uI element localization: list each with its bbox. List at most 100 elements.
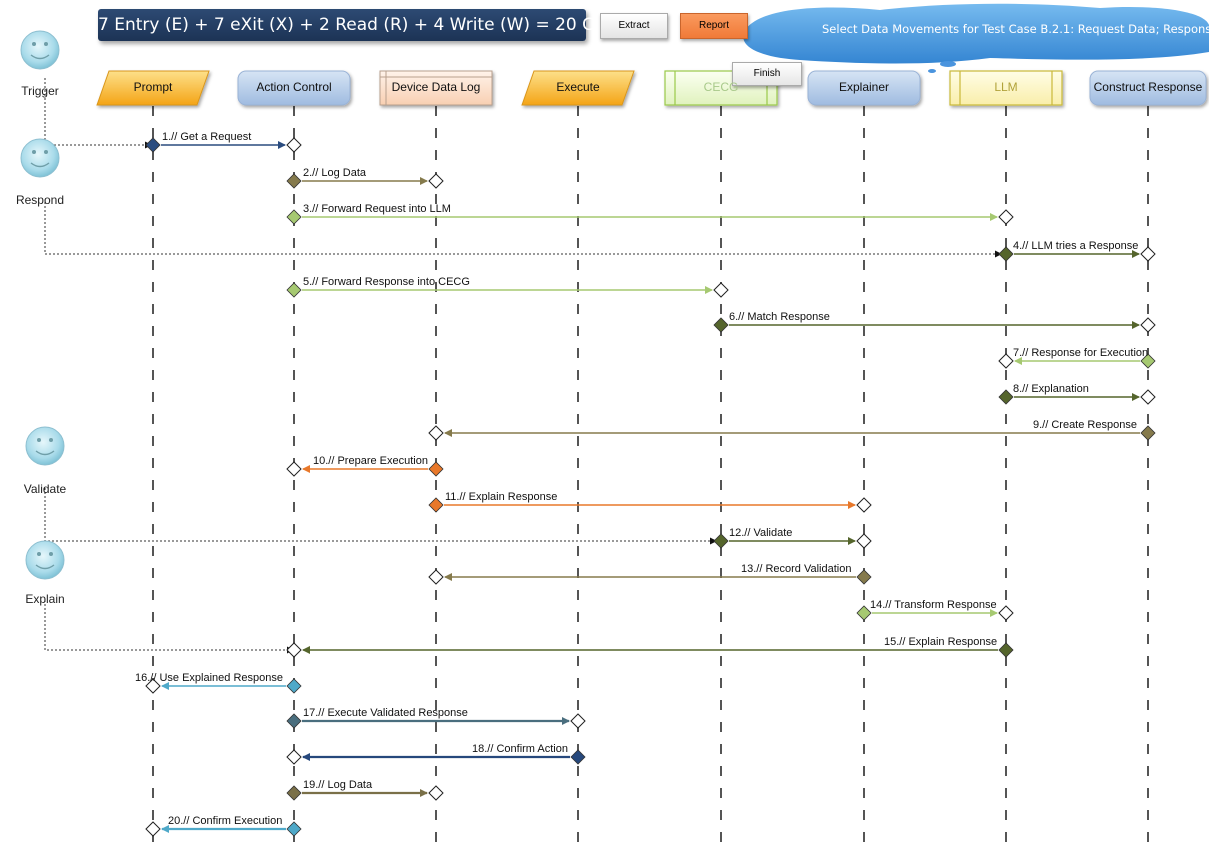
- message-arrowhead-12: [848, 537, 856, 545]
- message-9: [428, 425, 1156, 441]
- message-label-13: 13.// Record Validation: [741, 563, 852, 575]
- actor-validate-icon: [25, 426, 65, 466]
- source-diamond-19: [286, 785, 302, 801]
- message-label-20: 20.// Confirm Execution: [168, 815, 283, 827]
- message-arrowhead-17: [562, 717, 570, 725]
- lane-header-llm: [949, 70, 1063, 106]
- message-15: [286, 642, 1014, 658]
- message-arrowhead-5: [705, 286, 713, 294]
- lane-label-device-data-log: Device Data Log: [391, 80, 481, 94]
- message-7: [998, 353, 1156, 369]
- source-diamond-4: [998, 246, 1014, 262]
- source-diamond-8: [998, 389, 1014, 405]
- message-arrowhead-20: [161, 825, 169, 833]
- finish-button[interactable]: Finish: [732, 62, 802, 86]
- lane-header-cecg: [664, 70, 778, 106]
- source-diamond-5: [286, 282, 302, 298]
- message-arrowhead-6: [1132, 321, 1140, 329]
- target-diamond-19: [428, 785, 444, 801]
- banner-cloud: [743, 3, 1209, 73]
- message-arrowhead-4: [1132, 250, 1140, 258]
- message-arrowhead-14: [990, 609, 998, 617]
- lane-label-execute: Execute: [556, 80, 600, 94]
- message-label-12: 12.// Validate: [729, 527, 793, 539]
- target-diamond-20: [145, 821, 161, 837]
- actor-label-respond: Respond: [15, 193, 65, 207]
- message-19: [286, 785, 444, 801]
- lane-label-cecg: CECG: [703, 80, 739, 94]
- message-label-18: 18.// Confirm Action: [472, 743, 568, 755]
- message-label-6: 6.// Match Response: [729, 311, 830, 323]
- message-2: [286, 173, 444, 189]
- message-label-1: 1.// Get a Request: [162, 131, 252, 143]
- actor-trigger-icon: [20, 30, 60, 70]
- source-diamond-12: [713, 533, 729, 549]
- message-label-8: 8.// Explanation: [1013, 383, 1089, 395]
- source-diamond-16: [286, 678, 302, 694]
- lane-header-execute: [521, 70, 635, 106]
- lane-label-explainer: Explainer: [838, 80, 890, 94]
- lane-header-explainer: [807, 70, 921, 106]
- target-diamond-17: [570, 713, 586, 729]
- lane-label-llm: LLM: [994, 80, 1018, 94]
- message-arrowhead-7: [1014, 357, 1022, 365]
- message-8: [998, 389, 1156, 405]
- message-label-7: 7.// Response for Execution: [1013, 347, 1149, 359]
- message-label-16: 16.// Use Explained Response: [135, 672, 283, 684]
- message-4: [998, 246, 1156, 262]
- extract-button[interactable]: Extract: [600, 13, 668, 39]
- target-diamond-2: [428, 173, 444, 189]
- source-diamond-6: [713, 317, 729, 333]
- trigger-line-validate: [44, 488, 710, 542]
- message-arrowhead-16: [161, 682, 169, 690]
- source-diamond-9: [1140, 425, 1156, 441]
- message-17: [286, 713, 586, 729]
- lane-label-prompt: Prompt: [133, 80, 173, 94]
- lane-header-device-data-log: [379, 70, 493, 106]
- source-diamond-14: [856, 605, 872, 621]
- message-label-5: 5.// Forward Response into CECG: [303, 276, 470, 288]
- source-diamond-10: [428, 461, 444, 477]
- target-diamond-13: [428, 569, 444, 585]
- target-diamond-4: [1140, 246, 1156, 262]
- target-diamond-11: [856, 497, 872, 513]
- message-11: [428, 497, 872, 513]
- message-3: [286, 209, 1014, 225]
- actor-label-explain: Explain: [25, 592, 65, 606]
- message-arrowhead-2: [420, 177, 428, 185]
- source-diamond-17: [286, 713, 302, 729]
- lane-header-prompt: [96, 70, 210, 106]
- target-diamond-3: [998, 209, 1014, 225]
- trigger-line-explain: [44, 600, 287, 651]
- source-diamond-18: [570, 749, 586, 765]
- message-6: [713, 317, 1156, 333]
- message-arrowhead-15: [302, 646, 310, 654]
- actor-explain-icon: [25, 540, 65, 580]
- message-1: [145, 137, 302, 153]
- actor-label-validate: Validate: [23, 482, 67, 496]
- source-diamond-2: [286, 173, 302, 189]
- message-arrowhead-9: [444, 429, 452, 437]
- trigger-line-trigger: [44, 78, 145, 146]
- message-arrowhead-1: [278, 141, 286, 149]
- target-diamond-1: [286, 137, 302, 153]
- actor-label-trigger: Trigger: [21, 84, 59, 98]
- source-diamond-1: [145, 137, 161, 153]
- message-arrowhead-18: [302, 753, 310, 761]
- message-arrowhead-10: [302, 465, 310, 473]
- message-arrowhead-19: [420, 789, 428, 797]
- lane-label-action-control: Action Control: [256, 80, 332, 94]
- target-diamond-5: [713, 282, 729, 298]
- target-diamond-18: [286, 749, 302, 765]
- message-label-3: 3.// Forward Request into LLM: [303, 203, 451, 215]
- source-diamond-3: [286, 209, 302, 225]
- source-diamond-7: [1140, 353, 1156, 369]
- report-button[interactable]: Report: [680, 13, 748, 39]
- message-arrowhead-3: [990, 213, 998, 221]
- message-label-15: 15.// Explain Response: [884, 636, 998, 648]
- target-diamond-9: [428, 425, 444, 441]
- message-label-11: 11.// Explain Response: [445, 491, 558, 503]
- message-10: [286, 461, 444, 477]
